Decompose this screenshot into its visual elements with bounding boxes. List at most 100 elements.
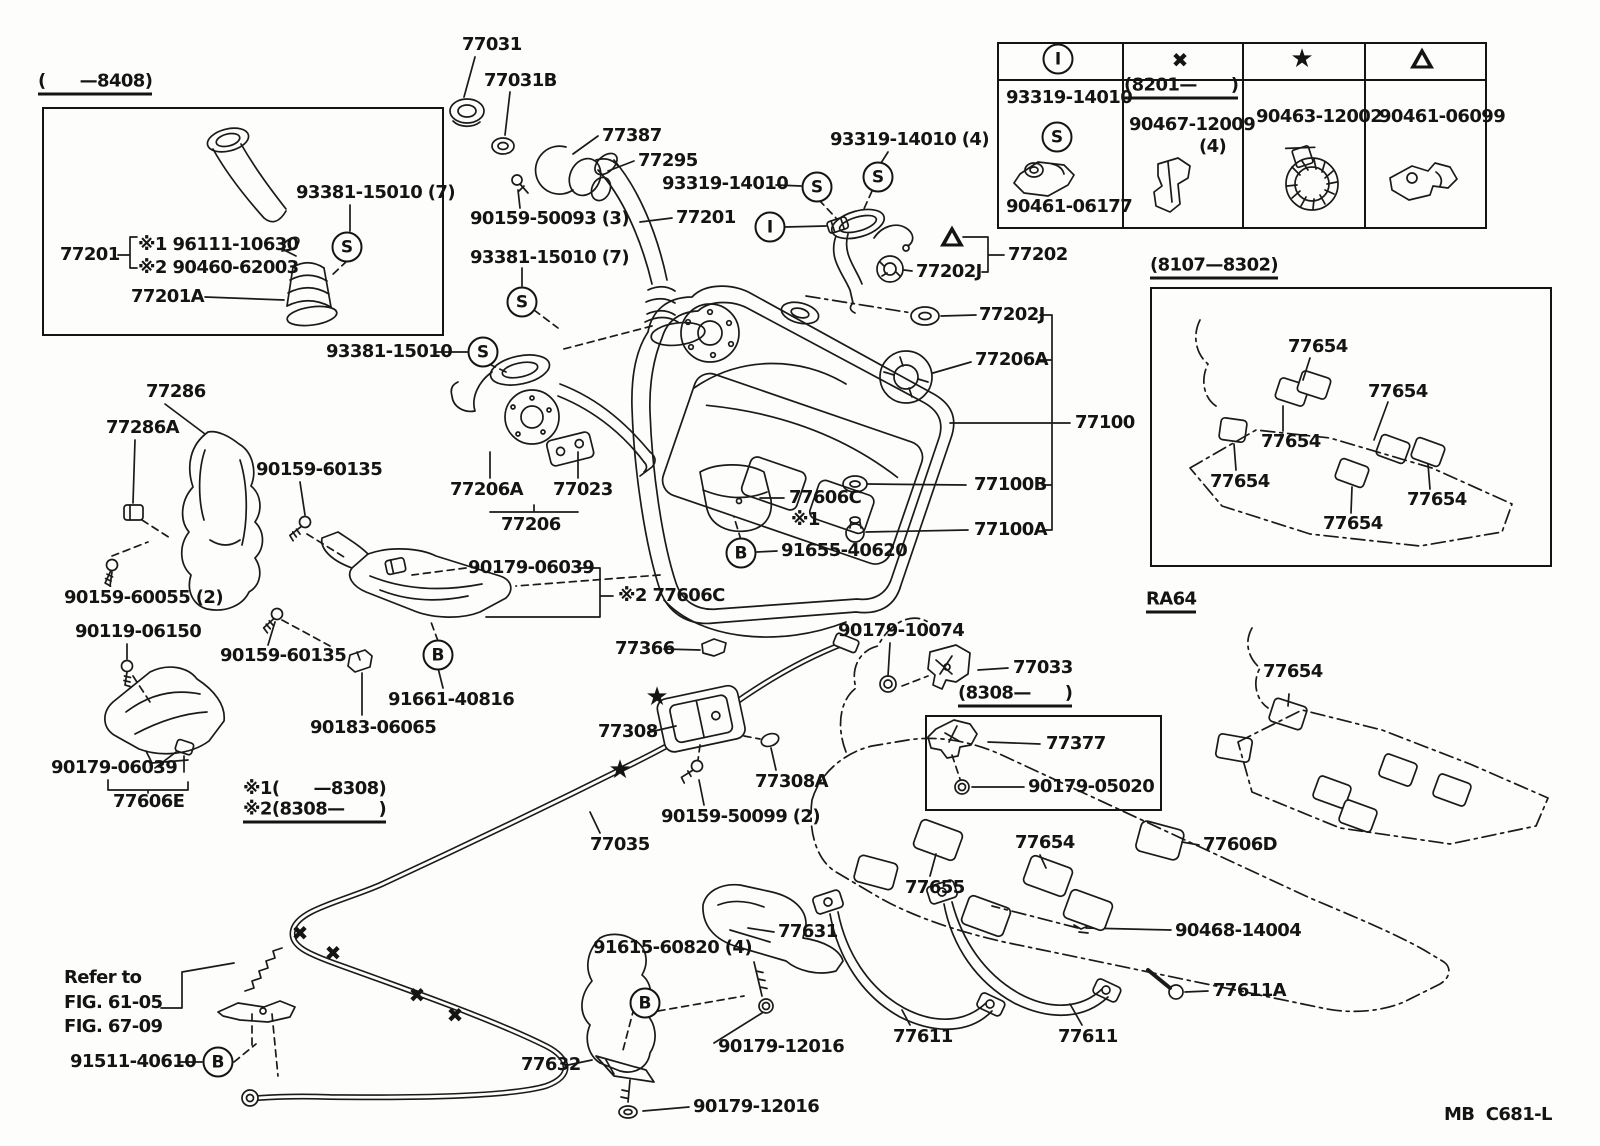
part-label-9046312002: 90463-12002 bbox=[1256, 106, 1383, 127]
part-label-77206A: 77206A bbox=[450, 479, 524, 500]
circled-S-symbol: S bbox=[506, 286, 538, 318]
table-divider bbox=[1364, 44, 1366, 227]
circled-S-symbol: S bbox=[862, 161, 894, 193]
cross-marker-icon: ✖ bbox=[291, 921, 309, 945]
part-label-9017912016: 90179-12016 bbox=[693, 1096, 820, 1117]
part-label-77654: 77654 bbox=[1210, 471, 1270, 492]
triangle-marker-icon bbox=[940, 225, 964, 247]
part-label-9017906039: 90179-06039 bbox=[468, 557, 595, 578]
part-label-77654: 77654 bbox=[1368, 381, 1428, 402]
part-label-9017912016: 90179-12016 bbox=[718, 1036, 845, 1057]
underlined-label-1: ※2(8308— ) bbox=[243, 800, 387, 824]
part-label-Referto: Refer to bbox=[64, 967, 142, 988]
sub-box-title-2: (8308— ) bbox=[958, 684, 1073, 708]
star-marker-icon: ★ bbox=[608, 755, 632, 785]
sub-box-1 bbox=[1150, 287, 1552, 567]
part-label-93381150107: 93381-15010 (7) bbox=[296, 182, 456, 203]
cross-marker-icon: ✖ bbox=[408, 983, 426, 1007]
part-label-90159500933: 90159-50093 (3) bbox=[470, 208, 630, 229]
underlined-label-2: (8201— ) bbox=[1124, 76, 1239, 100]
triangle-marker-inner bbox=[946, 232, 958, 244]
part-label-29046062003: ※2 90460-62003 bbox=[138, 257, 299, 278]
part-label-77654: 77654 bbox=[1263, 661, 1323, 682]
part-label-9331914010: 93319-14010 bbox=[662, 173, 789, 194]
triangle-marker-icon bbox=[1410, 47, 1434, 69]
circled-S-symbol: S bbox=[331, 231, 363, 263]
drawing-code: MB C681-L bbox=[1444, 1104, 1552, 1125]
part-label-77100B: 77100B bbox=[974, 474, 1047, 495]
cross-marker-icon: ✖ bbox=[446, 1003, 464, 1027]
sub-box-title-1: (8107—8302) bbox=[1150, 256, 1279, 280]
triangle-marker-inner bbox=[1416, 54, 1428, 66]
underlined-label-0: RA64 bbox=[1146, 590, 1197, 614]
part-label-9046106099: 90461-06099 bbox=[1379, 106, 1506, 127]
part-label-9017905020: 90179-05020 bbox=[1028, 776, 1155, 797]
part-label-77100A: 77100A bbox=[974, 519, 1048, 540]
part-label-77654: 77654 bbox=[1261, 431, 1321, 452]
part-label-18308: ※1( —8308) bbox=[243, 778, 387, 799]
cross-marker-icon: ✖ bbox=[324, 941, 342, 965]
part-label-277606C: ※2 77606C bbox=[618, 585, 725, 606]
part-label-77295: 77295 bbox=[638, 150, 698, 171]
part-label-77201A: 77201A bbox=[131, 286, 205, 307]
part-label-77031B: 77031B bbox=[484, 70, 557, 91]
star-marker-icon: ★ bbox=[1290, 44, 1314, 74]
part-label-93319140104: 93319-14010 (4) bbox=[830, 129, 990, 150]
circled-S-symbol: S bbox=[467, 336, 499, 368]
part-label-77606D: 77606D bbox=[1203, 834, 1278, 855]
part-label-19611110630: ※1 96111-10630 bbox=[138, 234, 299, 255]
part-label-9338115010: 93381-15010 bbox=[326, 341, 453, 362]
star-marker-icon: ★ bbox=[645, 682, 669, 712]
part-label-77655: 77655 bbox=[905, 877, 965, 898]
part-label-77654: 77654 bbox=[1015, 832, 1075, 853]
part-label-77366: 77366 bbox=[615, 638, 675, 659]
part-label-77202J: 77202J bbox=[979, 304, 1045, 325]
part-label-9046814004: 90468-14004 bbox=[1175, 920, 1302, 941]
part-label-77654: 77654 bbox=[1323, 513, 1383, 534]
part-label-9017906039: 90179-06039 bbox=[51, 757, 178, 778]
part-label-77286: 77286 bbox=[146, 381, 206, 402]
part-label-77202: 77202 bbox=[1008, 244, 1068, 265]
sub-box-0 bbox=[42, 107, 444, 336]
part-label-77033: 77033 bbox=[1013, 657, 1073, 678]
part-label-91615608204: 91615-60820 (4) bbox=[593, 937, 753, 958]
part-label-77632: 77632 bbox=[521, 1054, 581, 1075]
part-label-FIG6709: FIG. 67-09 bbox=[64, 1016, 163, 1037]
part-label-90159600552: 90159-60055 (2) bbox=[64, 587, 224, 608]
part-label-77377: 77377 bbox=[1046, 733, 1106, 754]
part-label-9011906150: 90119-06150 bbox=[75, 621, 202, 642]
part-label-9017910074: 90179-10074 bbox=[838, 620, 965, 641]
circled-B-symbol: B bbox=[629, 987, 661, 1019]
part-label-9018306065: 90183-06065 bbox=[310, 717, 437, 738]
part-label-9015960135: 90159-60135 bbox=[220, 645, 347, 666]
part-label-77611A: 77611A bbox=[1213, 980, 1287, 1001]
circled-B-symbol: B bbox=[422, 639, 454, 671]
sub-box-title-0: ( —8408) bbox=[38, 72, 153, 96]
circled-S-symbol: S bbox=[1041, 121, 1073, 153]
part-label-77100: 77100 bbox=[1075, 412, 1135, 433]
part-label-77611: 77611 bbox=[1058, 1026, 1118, 1047]
part-label-9046712009: 90467-12009 bbox=[1129, 114, 1256, 135]
circled-I-symbol: I bbox=[1042, 43, 1074, 75]
part-label-77023: 77023 bbox=[553, 479, 613, 500]
part-label-77201: 77201 bbox=[676, 207, 736, 228]
part-label-77286A: 77286A bbox=[106, 417, 180, 438]
part-label-77654: 77654 bbox=[1407, 489, 1467, 510]
part-label-90159500992: 90159-50099 (2) bbox=[661, 806, 821, 827]
part-label-77206A: 77206A bbox=[975, 349, 1049, 370]
part-label-77308A: 77308A bbox=[755, 771, 829, 792]
part-label-93381150107: 93381-15010 (7) bbox=[470, 247, 630, 268]
table-divider bbox=[1242, 44, 1244, 227]
part-label-77387: 77387 bbox=[602, 125, 662, 146]
circled-B-symbol: B bbox=[202, 1046, 234, 1078]
part-label-77308: 77308 bbox=[598, 721, 658, 742]
part-label-9331914010: 93319-14010 bbox=[1006, 87, 1133, 108]
sub-box-2 bbox=[925, 715, 1162, 811]
part-label-77206: 77206 bbox=[501, 514, 561, 535]
part-label-9015960135: 90159-60135 bbox=[256, 459, 383, 480]
part-label-77202J: 77202J bbox=[916, 261, 982, 282]
part-label-1: ※1 bbox=[791, 509, 820, 530]
part-label-9046106177: 90461-06177 bbox=[1006, 196, 1133, 217]
fastener-legend-table bbox=[997, 42, 1487, 229]
